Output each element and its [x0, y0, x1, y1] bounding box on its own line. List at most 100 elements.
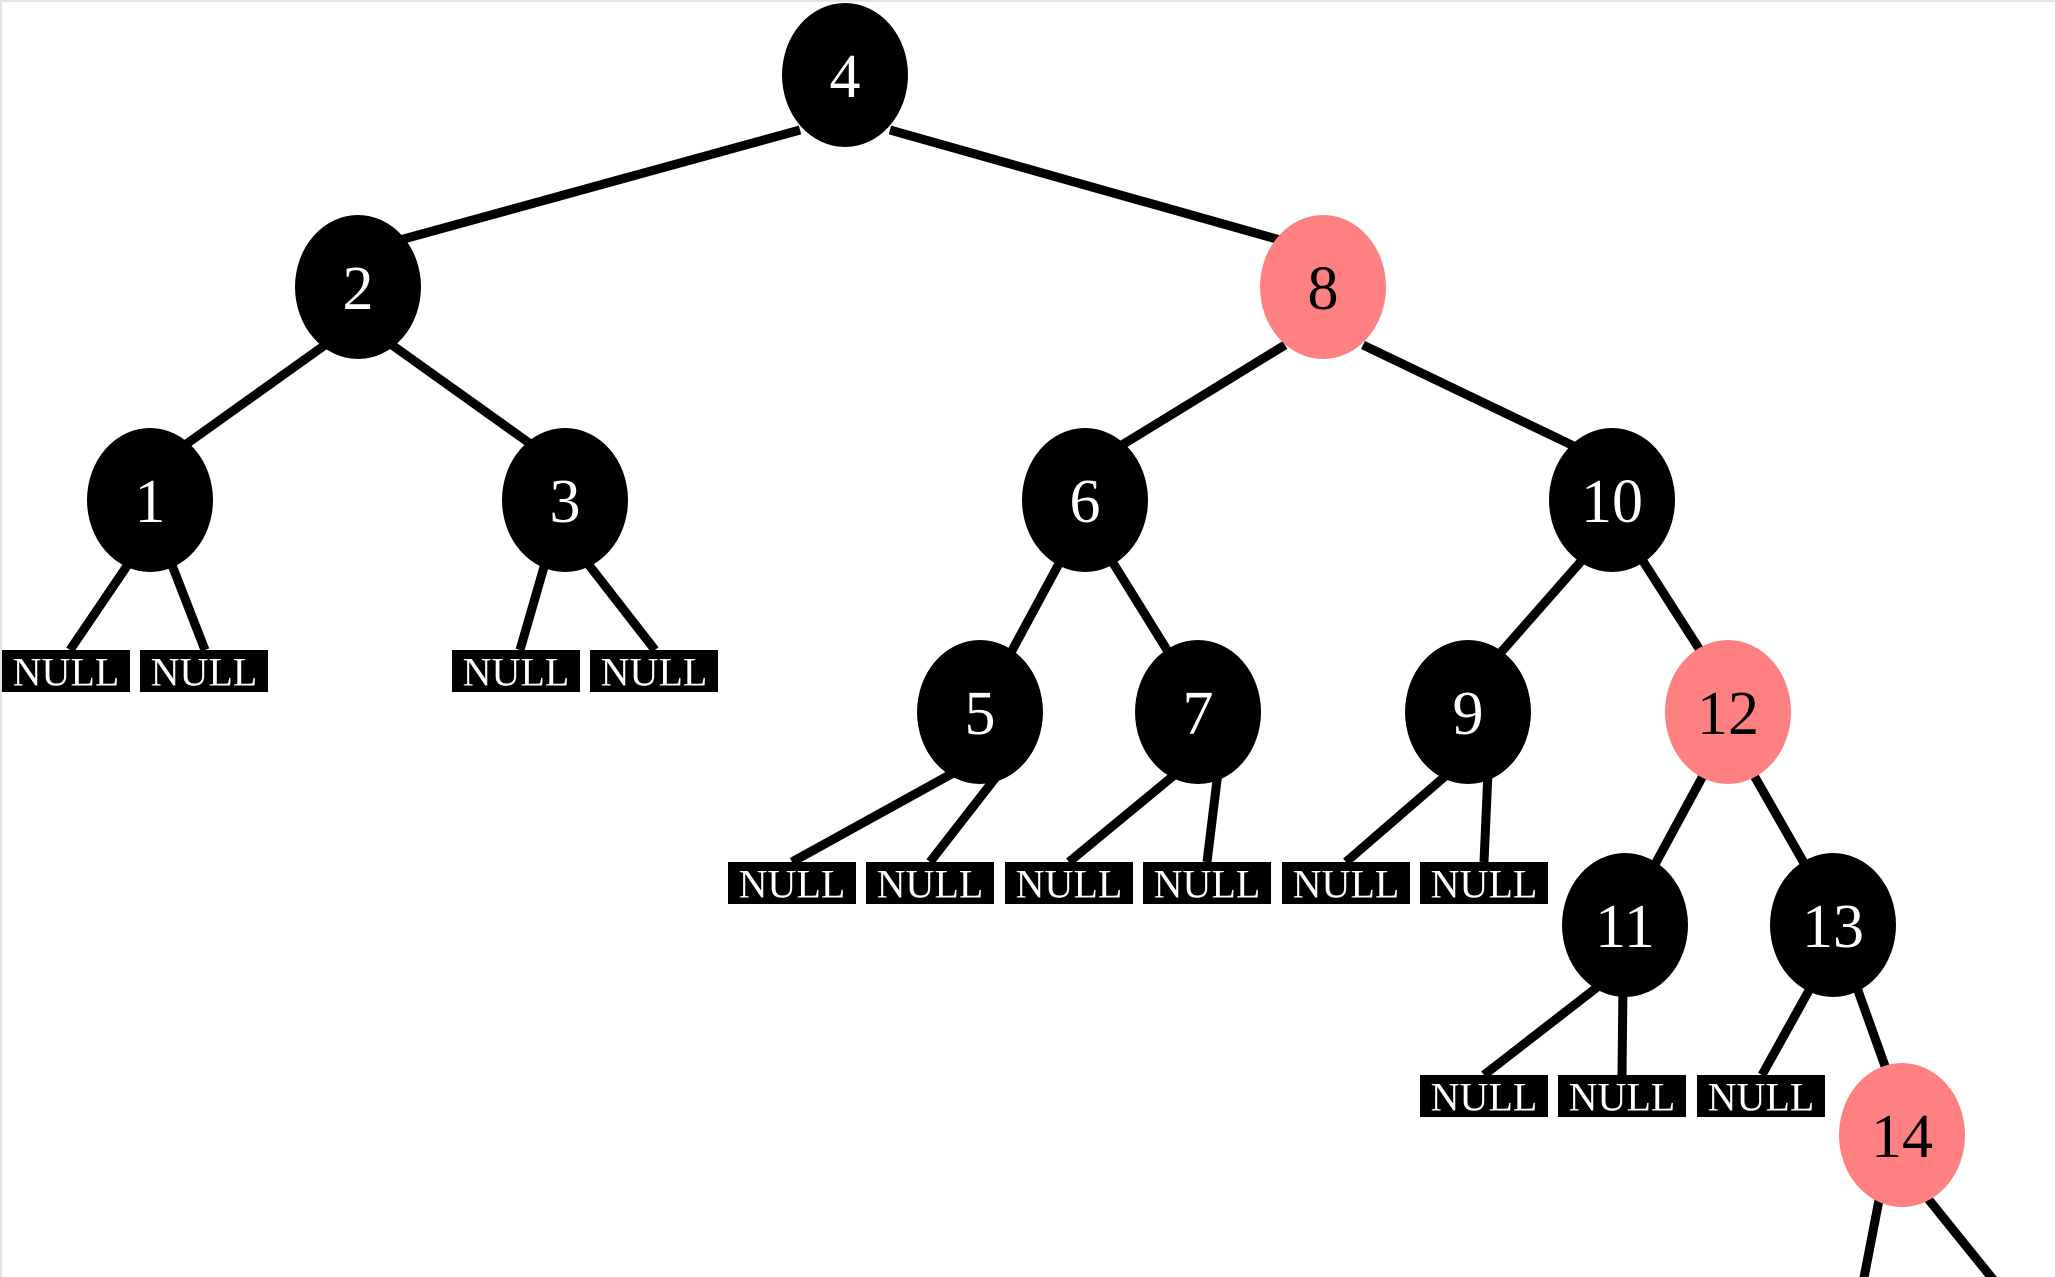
- tree-node-label-9: 9: [1453, 680, 1484, 748]
- nil-leaf-box: [1558, 1075, 1686, 1117]
- tree-node-13[interactable]: 13: [1770, 853, 1896, 997]
- tree-node-circle-5[interactable]: [917, 640, 1043, 784]
- nil-leaf-label: NULL: [1016, 862, 1123, 907]
- nil-leaf: NULL: [1697, 1075, 1825, 1120]
- tree-node-circle-9[interactable]: [1405, 640, 1531, 784]
- nil-leaf-box: [2, 650, 130, 692]
- tree-edge-n2-to-n3: [389, 341, 535, 449]
- tree-node-label-4: 4: [830, 43, 861, 111]
- nil-leaf: NULL: [1420, 1075, 1548, 1120]
- tree-node-circle-11[interactable]: [1562, 853, 1688, 997]
- nil-leaf: NULL: [140, 650, 268, 695]
- tree-edge-n1-to-nil2: [165, 558, 210, 652]
- tree-node-4[interactable]: 4: [782, 3, 908, 147]
- nil-leaf: NULL: [2, 650, 130, 695]
- tree-edge-n2-to-n1: [182, 341, 328, 449]
- nil-leaf: NULL: [866, 862, 994, 907]
- tree-node-circle-1[interactable]: [87, 428, 213, 572]
- tree-edge-n5-to-nil6: [926, 769, 1004, 865]
- tree-edge-n11-to-nil11: [1481, 981, 1603, 1079]
- tree-edge-n12-to-n11: [1648, 769, 1709, 873]
- tree-node-circle-14[interactable]: [1839, 1063, 1965, 1207]
- tree-node-circle-7[interactable]: [1135, 640, 1261, 784]
- nil-leaf: NULL: [1558, 1075, 1686, 1120]
- nil-leaf-label: NULL: [151, 650, 258, 695]
- tree-edge-n13-to-n14: [1851, 983, 1895, 1082]
- tree-edge-n12-to-n13: [1748, 769, 1812, 873]
- tree-edge-n1-to-nil1: [66, 557, 135, 653]
- nil-leaf-label: NULL: [1569, 1075, 1676, 1120]
- nil-leaf-label: NULL: [13, 650, 120, 695]
- nil-leaf-label: NULL: [601, 650, 708, 695]
- tree-edge-n7-to-nil7: [1066, 768, 1181, 866]
- tree-edge-n14-to-nil15: [1921, 1192, 1997, 1277]
- nil-leaf: NULL: [1420, 862, 1548, 907]
- nil-leaf-box: [1005, 862, 1133, 904]
- tree-edge-n11-to-nil12: [1617, 984, 1628, 1076]
- tree-edge-n6-to-n5: [1004, 555, 1066, 661]
- tree-edge-n10-to-n12: [1637, 555, 1709, 661]
- tree-node-11[interactable]: 11: [1562, 853, 1688, 997]
- tree-node-circle-12[interactable]: [1665, 640, 1791, 784]
- tree-node-3[interactable]: 3: [502, 428, 628, 572]
- nil-leaf: NULL: [1282, 862, 1410, 907]
- nil-leaf-label: NULL: [877, 862, 984, 907]
- tree-node-label-10: 10: [1581, 468, 1643, 536]
- tree-node-10[interactable]: 10: [1549, 428, 1675, 572]
- tree-edge-n8-to-n10: [1361, 340, 1580, 453]
- edges-layer: [66, 125, 1997, 1277]
- tree-node-circle-6[interactable]: [1022, 428, 1148, 572]
- tree-node-5[interactable]: 5: [917, 640, 1043, 784]
- tree-node-circle-13[interactable]: [1770, 853, 1896, 997]
- tree-node-label-8: 8: [1308, 255, 1339, 323]
- tree-node-7[interactable]: 7: [1135, 640, 1261, 784]
- nil-leaf-label: NULL: [1154, 862, 1261, 907]
- tree-edge-n10-to-n9: [1492, 555, 1588, 661]
- tree-node-9[interactable]: 9: [1405, 640, 1531, 784]
- tree-node-circle-8[interactable]: [1260, 215, 1386, 359]
- tree-node-circle-2[interactable]: [295, 215, 421, 359]
- tree-node-label-1: 1: [135, 468, 166, 536]
- nil-leaf-label: NULL: [739, 862, 846, 907]
- tree-node-12[interactable]: 12: [1665, 640, 1791, 784]
- tree-edge-n4-to-n8: [888, 125, 1282, 245]
- tree-edge-n9-to-nil9: [1343, 768, 1453, 866]
- nil-leaf-box: [1697, 1075, 1825, 1117]
- nil-leaf-box: [1143, 862, 1271, 904]
- nil-leaf-label: NULL: [1431, 1075, 1538, 1120]
- nil-leaf: NULL: [590, 650, 718, 695]
- tree-node-label-7: 7: [1183, 680, 1214, 748]
- tree-edge-n14-to-nil14: [1859, 1194, 1885, 1277]
- tree-edge-n13-to-nil13: [1758, 982, 1816, 1078]
- tree-node-6[interactable]: 6: [1022, 428, 1148, 572]
- tree-node-label-3: 3: [550, 468, 581, 536]
- tree-node-8[interactable]: 8: [1260, 215, 1386, 359]
- tree-node-circle-4[interactable]: [782, 3, 908, 147]
- nil-leaf-box: [728, 862, 856, 904]
- tree-node-1[interactable]: 1: [87, 428, 213, 572]
- nil-leaf-box: [452, 650, 580, 692]
- nil-leaf-box: [1282, 862, 1410, 904]
- tree-node-label-6: 6: [1070, 468, 1101, 536]
- tree-node-2[interactable]: 2: [295, 215, 421, 359]
- nil-leaf-box: [140, 650, 268, 692]
- tree-node-circle-3[interactable]: [502, 428, 628, 572]
- tree-node-14[interactable]: 14: [1839, 1063, 1965, 1207]
- tree-edge-n3-to-nil4: [581, 557, 659, 653]
- tree-edge-n7-to-nil8: [1202, 771, 1223, 863]
- tree-node-label-13: 13: [1802, 893, 1864, 961]
- tree-edge-n9-to-nil10: [1479, 771, 1493, 863]
- nil-leaf-box: [866, 862, 994, 904]
- nil-leaf: NULL: [1005, 862, 1133, 907]
- tree-node-label-11: 11: [1595, 893, 1655, 961]
- tree-edge-n4-to-n2: [398, 125, 802, 245]
- tree-edge-n3-to-nil3: [515, 558, 551, 652]
- tree-node-circle-10[interactable]: [1549, 428, 1675, 572]
- tree-node-label-12: 12: [1697, 680, 1759, 748]
- nil-leaf-box: [1420, 1075, 1548, 1117]
- tree-edge-n6-to-n7: [1106, 555, 1176, 661]
